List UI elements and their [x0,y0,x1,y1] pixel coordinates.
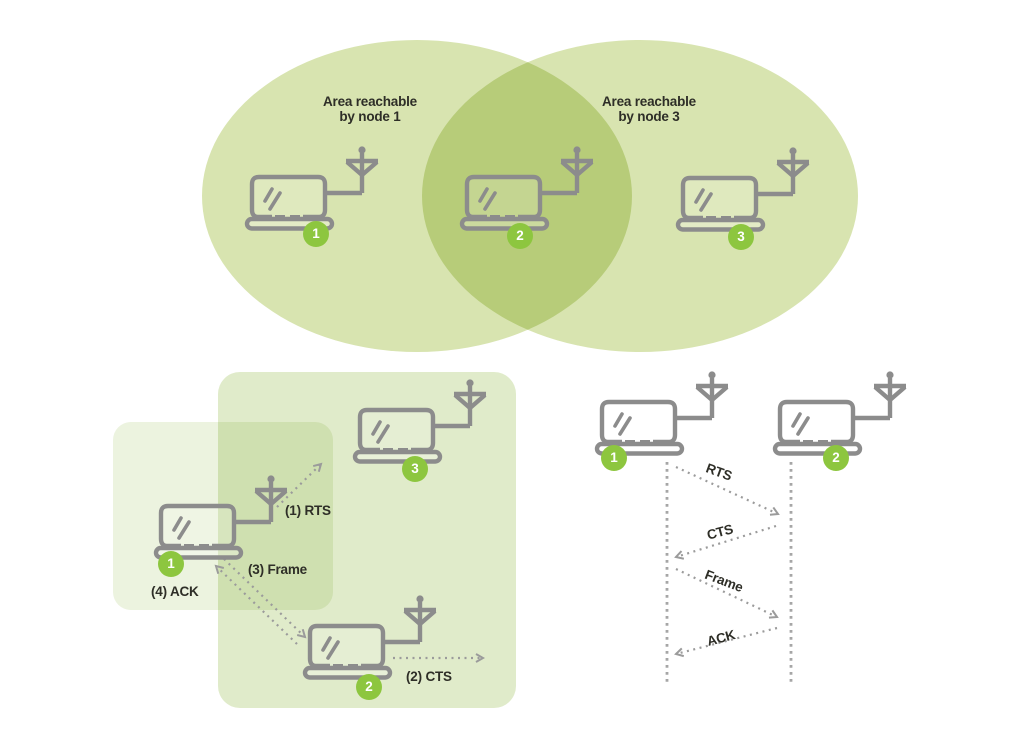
step-label-frame: (3) Frame [248,562,307,577]
area-label-node3-line1: Area reachable [601,94,696,109]
node-badge: 2 [356,674,382,700]
step-label-ack: (4) ACK [151,584,199,599]
node-badge: 1 [303,221,329,247]
step-label-rts: (1) RTS [285,503,331,518]
node-badge-number: 2 [832,450,840,466]
node-badge-number: 1 [610,450,618,466]
ack-arrow [214,564,298,645]
seq-cts-arrow [674,524,777,560]
node-badge: 2 [823,445,849,471]
node-badge-number: 1 [167,556,175,572]
node-badge-number: 2 [365,679,373,695]
area-label-node1-line2: by node 1 [339,109,401,124]
seq-ack-arrow [674,626,778,658]
node-badge: 1 [158,551,184,577]
node-badge: 3 [402,456,428,482]
area-label-node3-line2: by node 3 [618,109,680,124]
step-label-cts: (2) CTS [406,669,452,684]
node-badge: 2 [507,223,533,249]
node-badge-number: 1 [312,226,320,242]
area-label-node1: Area reachable by node 1 [305,94,435,124]
node-badge: 3 [728,224,754,250]
node-badge: 1 [601,445,627,471]
area-label-node1-line1: Area reachable [322,94,417,109]
area-label-node3: Area reachable by node 3 [584,94,714,124]
node-badge-number: 3 [411,461,419,477]
node-badge-number: 2 [516,228,524,244]
node-badge-number: 3 [737,229,745,245]
